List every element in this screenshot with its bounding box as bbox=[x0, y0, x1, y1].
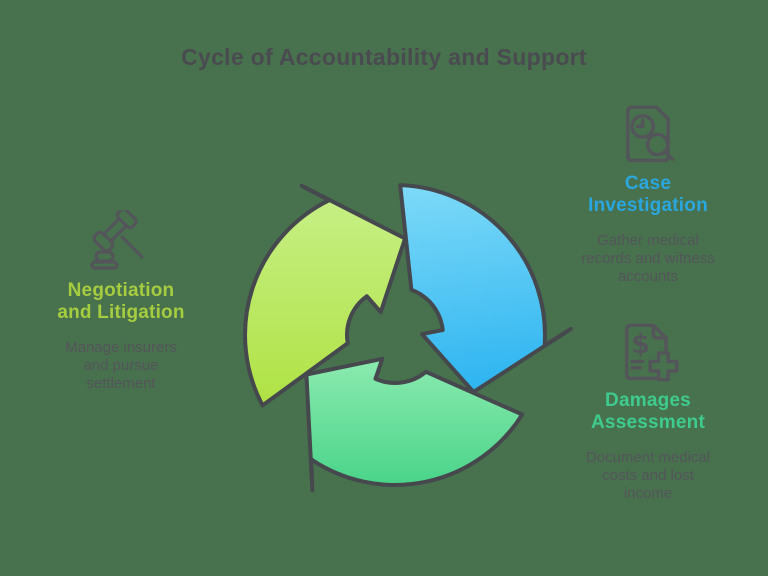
document-clock-magnifier-icon bbox=[626, 105, 675, 163]
svg-text:$: $ bbox=[631, 329, 649, 360]
node-case-investigation: Case Investigation Gather medical record… bbox=[563, 102, 733, 286]
node-negotiation-litigation: Negotiation and Litigation Manage insure… bbox=[36, 210, 206, 393]
node-damages-assessment: $ Damages Assessment Document medical co… bbox=[563, 320, 733, 503]
cycle-arrow-damages-assessment bbox=[304, 356, 525, 493]
node-description-negotiation-litigation: Manage insurers and pursue settlement bbox=[65, 339, 177, 392]
gavel-icon bbox=[90, 210, 144, 270]
node-label-case-investigation: Case Investigation bbox=[588, 173, 708, 216]
node-label-damages-assessment: Damages Assessment bbox=[591, 390, 705, 433]
cycle-diagram bbox=[243, 183, 573, 493]
cycle-arrow-case-investigation bbox=[398, 183, 573, 394]
diagram-title: Cycle of Accountability and Support bbox=[181, 44, 587, 70]
medical-invoice-cross-icon: $ bbox=[625, 323, 679, 382]
node-description-case-investigation: Gather medical records and witness accou… bbox=[581, 232, 715, 285]
cycle-arrow-negotiation-litigation bbox=[243, 183, 408, 408]
node-label-negotiation-litigation: Negotiation and Litigation bbox=[57, 280, 185, 323]
node-description-damages-assessment: Document medical costs and lost income bbox=[585, 449, 711, 502]
